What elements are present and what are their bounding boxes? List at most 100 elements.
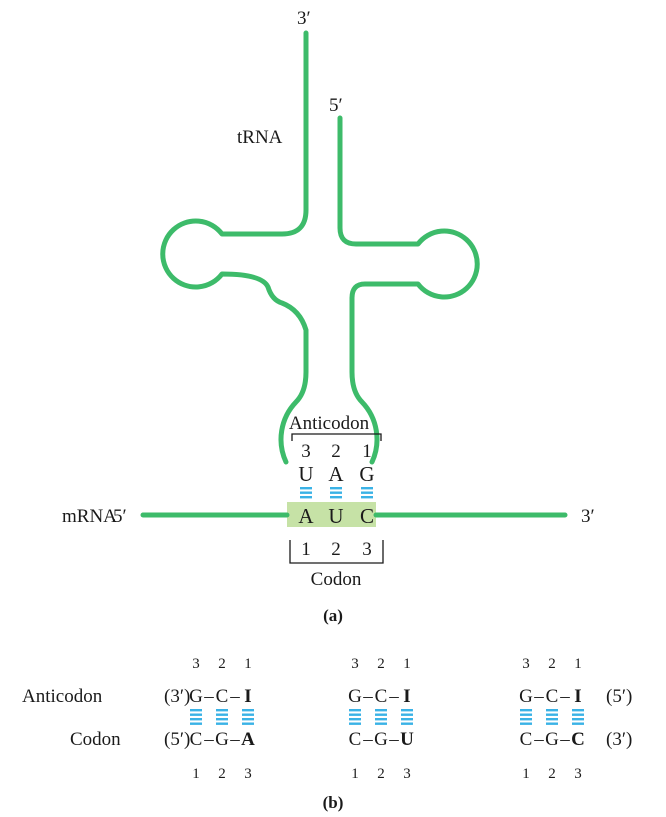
hydrogen-bond-dash bbox=[242, 709, 254, 711]
hydrogen-bond-dash bbox=[546, 723, 558, 725]
hydrogen-bond-dash bbox=[520, 718, 532, 720]
hydrogen-bond-dash bbox=[242, 723, 254, 725]
backbone-dash: – bbox=[203, 729, 214, 750]
codon-position: 2 bbox=[377, 766, 385, 782]
anticodon-base: C bbox=[216, 686, 229, 707]
anticodon-position: 3 bbox=[522, 656, 530, 672]
codon-base: G bbox=[545, 729, 559, 750]
codon-base: G bbox=[215, 729, 229, 750]
backbone-dash: – bbox=[229, 686, 240, 707]
codon-base: C bbox=[349, 729, 362, 750]
hydrogen-bond-dash bbox=[572, 709, 584, 711]
hydrogen-bond-dash bbox=[401, 714, 413, 716]
hydrogen-bond-dash bbox=[361, 496, 373, 498]
anticodon-position: 3 bbox=[192, 656, 200, 672]
caption-a: (a) bbox=[323, 606, 343, 625]
hydrogen-bond-dash bbox=[330, 496, 342, 498]
trna-strand-5prime-arm bbox=[340, 118, 477, 462]
backbone-dash: – bbox=[388, 729, 399, 750]
hydrogen-bond-dash bbox=[349, 714, 361, 716]
hydrogen-bond-dash bbox=[361, 487, 373, 489]
hydrogen-bond-dash bbox=[216, 718, 228, 720]
anticodon-position: 2 bbox=[331, 441, 341, 462]
hydrogen-bond-dash bbox=[520, 723, 532, 725]
hydrogen-bond-dash bbox=[572, 723, 584, 725]
anticodon-position: 2 bbox=[548, 656, 556, 672]
base-pair-groups: 3GC12CG21IA3––––3GC12CG21IU3––––3GC12CG2… bbox=[189, 656, 585, 782]
anticodon-base: C bbox=[375, 686, 388, 707]
anticodon-base: C bbox=[546, 686, 559, 707]
anticodon-position: 1 bbox=[574, 656, 582, 672]
hydrogen-bond-dash bbox=[190, 718, 202, 720]
anticodon-position: 2 bbox=[218, 656, 226, 672]
codon-position: 2 bbox=[218, 766, 226, 782]
hydrogen-bond-dash bbox=[520, 709, 532, 711]
anticodon-position: 1 bbox=[362, 441, 372, 462]
panel-b: Anticodon Codon (3′) (5′) (5′) (3′) 3GC1… bbox=[22, 656, 632, 812]
trna-label: tRNA bbox=[237, 127, 283, 148]
hydrogen-bond-dash bbox=[572, 714, 584, 716]
trna-strand bbox=[163, 33, 306, 462]
trna-5prime-label: 5′ bbox=[329, 95, 343, 116]
mrna-label: mRNA bbox=[62, 506, 117, 527]
hydrogen-bond-dash bbox=[242, 718, 254, 720]
hydrogen-bond-dash bbox=[375, 718, 387, 720]
codon-base: G bbox=[374, 729, 388, 750]
anticodon-title: Anticodon bbox=[289, 413, 370, 434]
row-label-codon: Codon bbox=[70, 729, 121, 750]
right-5prime-label: (5′) bbox=[606, 686, 632, 707]
hydrogen-bond-dash bbox=[375, 714, 387, 716]
hydrogen-bond-dash bbox=[300, 492, 312, 494]
hydrogen-bond-dash bbox=[349, 723, 361, 725]
anticodon-base: G bbox=[189, 686, 203, 707]
mrna-3prime-label: 3′ bbox=[581, 506, 595, 527]
hydrogen-bond-dash bbox=[216, 714, 228, 716]
codon-position: 1 bbox=[522, 766, 530, 782]
codon-base: C bbox=[520, 729, 533, 750]
hydrogen-bond-dash bbox=[242, 714, 254, 716]
anticodon-bracket bbox=[292, 434, 381, 441]
backbone-dash: – bbox=[533, 729, 544, 750]
codon-base: U bbox=[400, 729, 414, 750]
codon-position: 2 bbox=[331, 539, 341, 560]
hydrogen-bond-dash bbox=[300, 496, 312, 498]
codon-base: C bbox=[571, 729, 585, 750]
right-3prime-label: (3′) bbox=[606, 729, 632, 750]
hydrogen-bond-dash bbox=[520, 714, 532, 716]
hydrogen-bond-dash bbox=[330, 492, 342, 494]
codon-position: 1 bbox=[192, 766, 200, 782]
hydrogen-bond-dash bbox=[546, 718, 558, 720]
codon-position: 3 bbox=[574, 766, 582, 782]
hydrogen-bond-dash bbox=[361, 492, 373, 494]
anticodon-base: G bbox=[359, 462, 374, 486]
hydrogen-bond-dash bbox=[546, 714, 558, 716]
hydrogen-bond-dash bbox=[190, 723, 202, 725]
codon-base: A bbox=[241, 729, 255, 750]
hydrogen-bond-dash bbox=[401, 709, 413, 711]
backbone-dash: – bbox=[362, 729, 373, 750]
backbone-dash: – bbox=[559, 729, 570, 750]
codon-position: 2 bbox=[548, 766, 556, 782]
anticodon-base: I bbox=[403, 686, 410, 707]
codon-position: 3 bbox=[362, 539, 372, 560]
anticodon-position: 2 bbox=[377, 656, 385, 672]
left-5prime-label: (5′) bbox=[164, 729, 190, 750]
anticodon-base: G bbox=[519, 686, 533, 707]
anticodon-position: 3 bbox=[301, 441, 311, 462]
anticodon-position: 1 bbox=[403, 656, 411, 672]
backbone-dash: – bbox=[388, 686, 399, 707]
codon-position: 3 bbox=[244, 766, 252, 782]
hydrogen-bonds-panel-a bbox=[300, 487, 373, 498]
codon-base: C bbox=[190, 729, 203, 750]
codon-base: U bbox=[328, 504, 343, 528]
hydrogen-bond-dash bbox=[216, 709, 228, 711]
backbone-dash: – bbox=[203, 686, 214, 707]
hydrogen-bond-dash bbox=[401, 723, 413, 725]
backbone-dash: – bbox=[229, 729, 240, 750]
hydrogen-bond-dash bbox=[216, 723, 228, 725]
anticodon-position: 1 bbox=[244, 656, 252, 672]
codon-position: 1 bbox=[351, 766, 359, 782]
backbone-dash: – bbox=[533, 686, 544, 707]
row-label-anticodon: Anticodon bbox=[22, 686, 103, 707]
